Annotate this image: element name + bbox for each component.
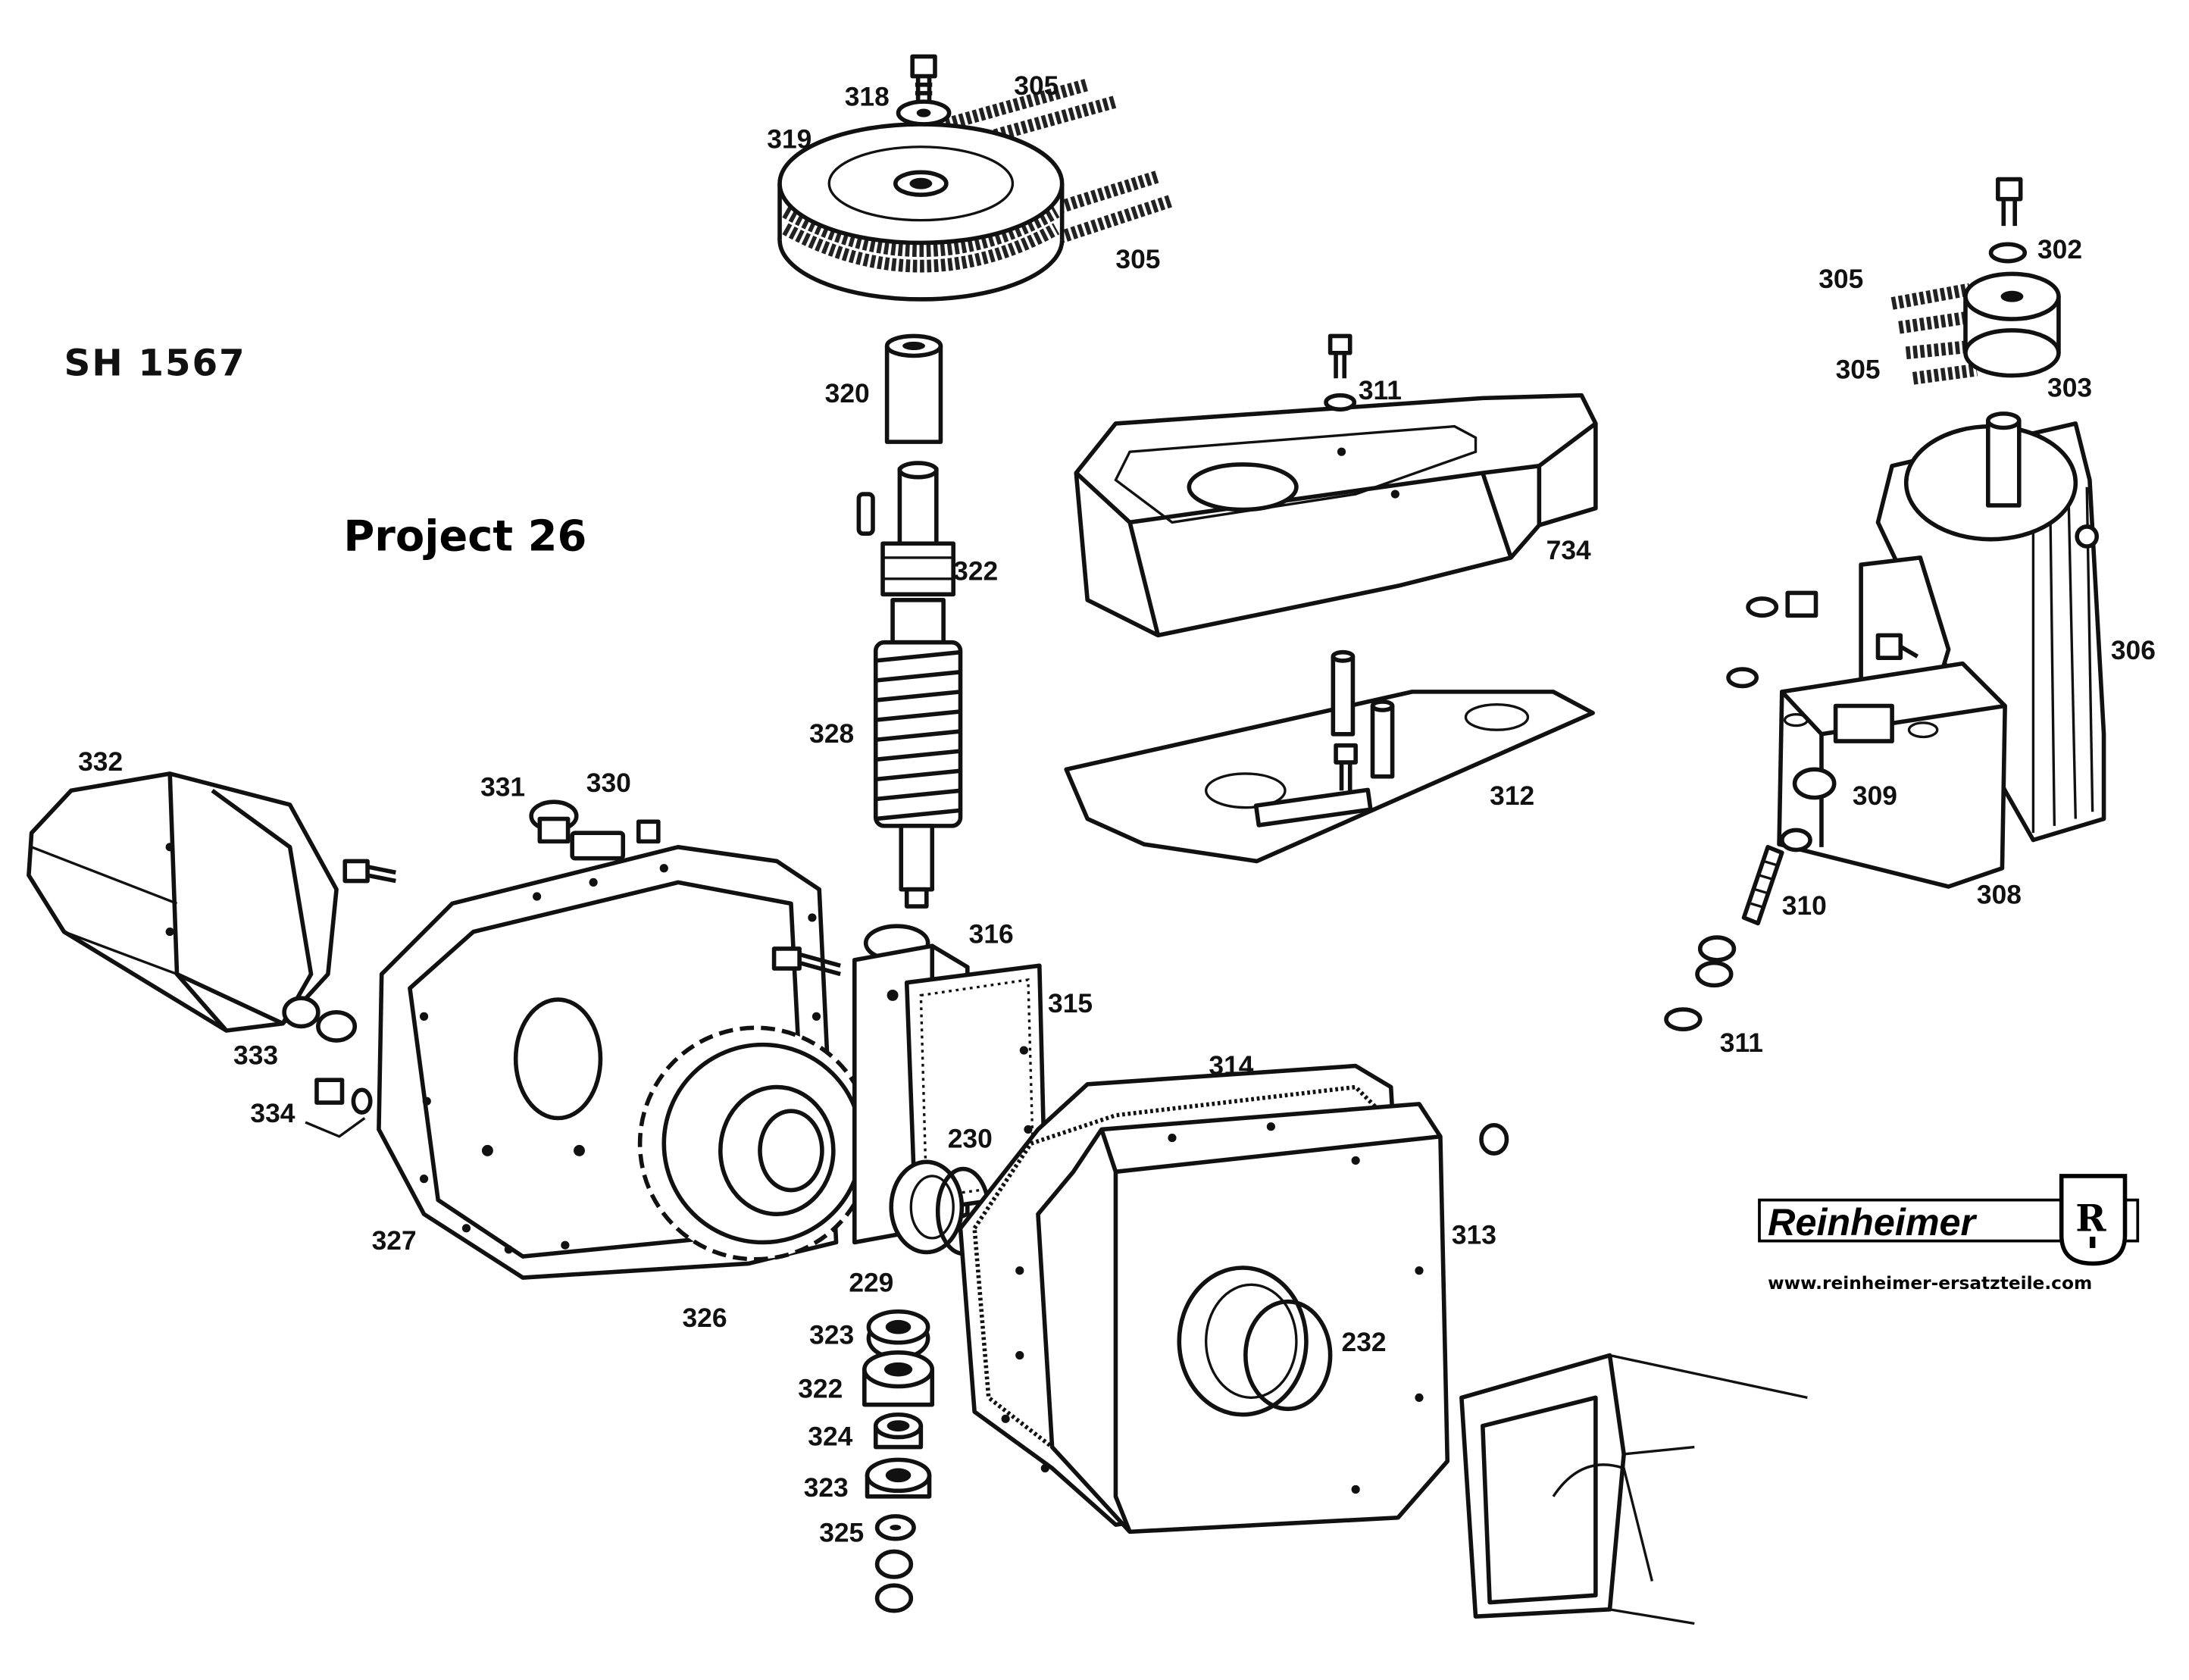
label-311: 311 [1720,1028,1763,1058]
label-324: 324 [808,1422,852,1452]
label-318: 318 [845,83,890,112]
spacer-320 [884,333,943,444]
label-331: 331 [480,773,525,802]
label-322: 322 [798,1374,843,1403]
label-327: 327 [372,1226,417,1256]
adjuster-bolt-310 [1664,827,1812,1031]
reinheimer-logo: Reinheimer R [1758,1174,2140,1266]
label-309: 309 [1853,781,1897,811]
label-305: 305 [1818,264,1863,294]
brand-url[interactable]: www.reinheimer-ersatzteile.com [1768,1273,2092,1294]
label-305: 305 [1836,355,1881,384]
plate-312 [1064,649,1595,864]
label-734: 734 [1546,536,1591,565]
label-229: 229 [849,1269,893,1298]
gasket-315 [904,963,1048,1214]
label-308: 308 [1977,880,2022,909]
worm-gear-326 [637,1025,874,1262]
brand-name: Reinheimer [1768,1200,1977,1244]
screw-near-330 [636,819,661,844]
label-313: 313 [1452,1220,1496,1250]
key-330 [570,831,626,861]
bracket-308 [1726,590,2007,889]
label-316: 316 [969,920,1014,949]
pulley-303 [1890,177,2061,385]
model-code: SH 1567 [64,343,245,385]
label-303: 303 [2047,374,2092,403]
pulley-319 [777,78,1174,302]
label-305: 305 [1014,71,1059,101]
worm-shaft-328 [856,461,963,909]
label-310: 310 [1782,891,1827,921]
label-314: 314 [1209,1051,1253,1081]
label-322: 322 [953,557,998,587]
frame-fragment [1459,1353,1808,1625]
label-334: 334 [250,1099,295,1128]
bolt-334 [305,1078,373,1138]
label-323: 323 [804,1473,849,1503]
label-325: 325 [819,1518,864,1547]
brand-emblem-letter: R [2075,1198,2106,1240]
project-label: Project 26 [343,512,586,562]
label-332: 332 [78,747,123,777]
plug-331 [529,799,579,844]
label-319: 319 [767,125,811,155]
motor-306 [1859,411,2106,843]
part-labels: 318 305 319 305 302 305 305 303 311 320 … [78,71,2156,1548]
label-328: 328 [809,719,854,749]
label-306: 306 [2111,636,2156,665]
label-330: 330 [586,768,631,798]
cover-734 [1074,393,1598,638]
label-320: 320 [825,379,870,408]
screw-311-top [1324,333,1357,412]
o-ring-232 [1243,1299,1333,1412]
plug-333 [282,996,358,1043]
bearing-stack [862,1309,935,1613]
label-315: 315 [1048,989,1093,1018]
nut [1479,1123,1509,1156]
label-326: 326 [682,1303,727,1333]
label-305: 305 [1115,245,1160,274]
label-232: 232 [1342,1328,1387,1357]
label-230: 230 [948,1125,993,1154]
housing-332 [27,771,396,1033]
label-302: 302 [2037,235,2082,264]
label-323: 323 [809,1321,854,1350]
cover-313 [958,1063,1450,1535]
label-333: 333 [233,1041,278,1071]
label-312: 312 [1490,781,1534,811]
bolt-318 [896,54,952,127]
label-311: 311 [1359,376,1402,405]
